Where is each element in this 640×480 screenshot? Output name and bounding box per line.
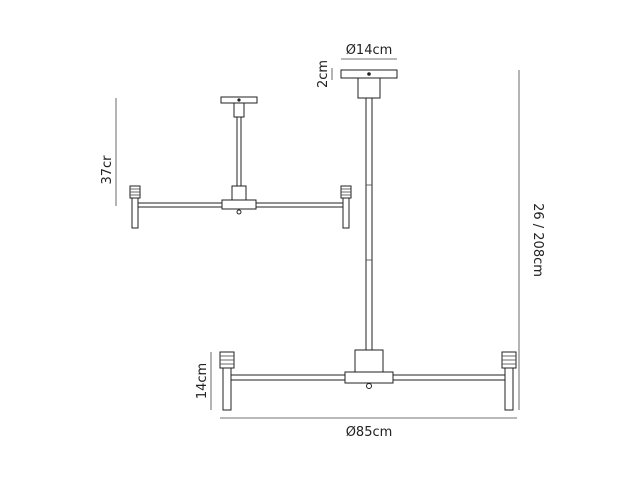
small-right-lamp-tube: [342, 197, 350, 229]
large-hub: [354, 349, 384, 373]
large-canopy-cup: [357, 77, 381, 99]
small-canopy-cup: [233, 102, 245, 118]
small-canopy-screw: [237, 98, 241, 102]
small-hub-plate: [221, 199, 257, 210]
width-label: Ø85cm: [346, 425, 393, 440]
large-canopy-screw: [367, 72, 371, 76]
large-hub-knob: [366, 383, 372, 389]
canopy-diameter-label: Ø14cm: [346, 43, 393, 58]
small-left-lamp-tube: [131, 197, 139, 229]
small-hub: [231, 185, 247, 201]
large-right-lamp-tube: [504, 367, 514, 411]
total-height-label: 26 / 208cm: [530, 203, 545, 277]
small-fixture: [129, 96, 352, 229]
small-drop-label: 37cr: [100, 155, 115, 185]
large-fixture: [219, 69, 517, 411]
canopy-height-label: 2cm: [316, 60, 331, 88]
large-hub-plate: [344, 371, 394, 384]
large-left-lamp-tube: [222, 367, 232, 411]
arm-height-label: 14cm: [195, 363, 210, 399]
small-hub-knob: [236, 209, 242, 215]
